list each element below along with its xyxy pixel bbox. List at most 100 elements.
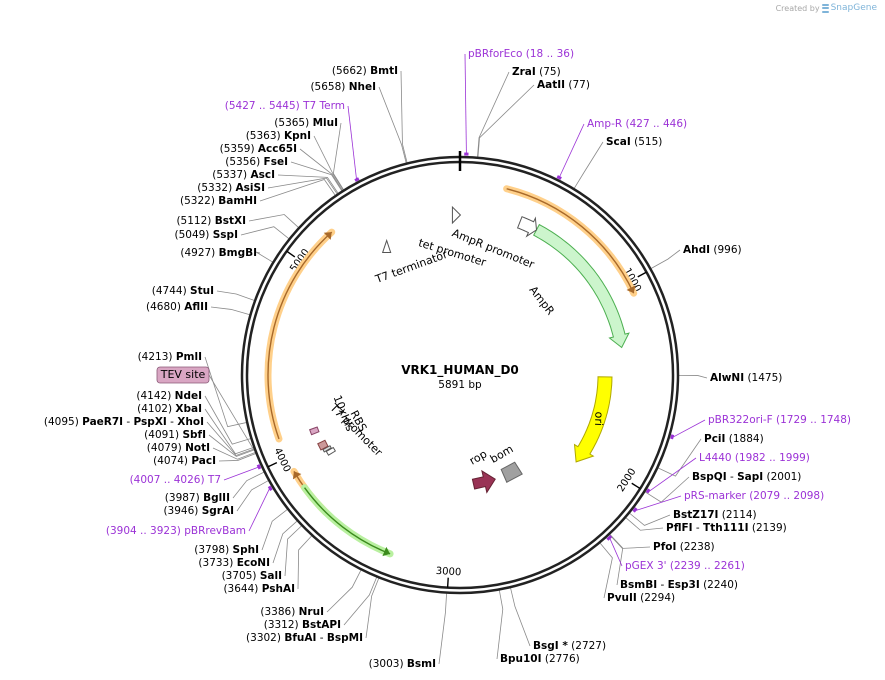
tick-label: 4000 <box>271 446 292 474</box>
site-leader-line <box>496 590 504 660</box>
arc-bottom-orange-arrow <box>292 471 302 480</box>
site-leader-line <box>290 161 343 191</box>
primer-leader-line <box>648 457 697 492</box>
primer-label: L4440 (1982 .. 1999) <box>699 452 810 464</box>
bom-feature <box>500 461 523 483</box>
site-leader-line <box>277 174 339 194</box>
site-label: BstZ17I (2114) <box>673 509 757 521</box>
site-label: AhdI (996) <box>683 244 742 256</box>
leader-lines <box>204 53 708 665</box>
site-label: (5662) BmtI <box>332 65 398 77</box>
rop-feature <box>471 469 496 494</box>
tick-label: 3000 <box>436 566 462 578</box>
inner-arcs <box>264 185 638 558</box>
site-leader-line <box>204 408 254 455</box>
his-feature <box>317 439 329 451</box>
site-label: (3003) BsmI <box>369 658 436 670</box>
site-leader-line <box>218 453 256 462</box>
site-label: (4091) SbfI <box>144 429 206 441</box>
site-leader-line <box>261 509 288 551</box>
site-label: BsgI * (2727) <box>533 640 606 652</box>
primer-mark <box>632 507 638 513</box>
site-leader-line <box>477 84 535 157</box>
rop-label: rop <box>467 447 489 467</box>
primer-leader-line <box>609 538 623 567</box>
site-label: (5049) SspI <box>174 229 238 241</box>
site-label: (5112) BstXI <box>176 215 246 227</box>
site-label: (3644) PshAI <box>223 583 295 595</box>
site-leader-line <box>609 534 624 586</box>
site-label: (5365) MluI <box>274 117 338 129</box>
arc-left-arrow <box>323 232 332 240</box>
site-leader-line <box>248 214 299 228</box>
site-leader-line <box>599 542 613 599</box>
primer-leader-line <box>672 419 706 438</box>
primer-label: (3904 .. 3923) pBRrevBam <box>106 525 246 537</box>
snapgene-credit: Created by SnapGene <box>776 3 877 13</box>
site-leader-line <box>625 517 664 531</box>
arc-bottom-green-band <box>301 484 394 558</box>
tev-feature <box>308 426 320 436</box>
tick-label: 2000 <box>616 467 639 494</box>
site-leader-line <box>573 141 604 189</box>
primer-leader-line <box>223 466 259 481</box>
site-label: (3302) BfuAI - BspMI <box>246 632 363 644</box>
site-label: (4927) BmgBI <box>180 247 257 259</box>
primer-label: (4007 .. 4026) T7 <box>130 474 221 486</box>
site-leader-line <box>678 375 708 379</box>
site-label: (3705) SalI <box>222 570 282 582</box>
arc-top-right-line <box>506 188 635 294</box>
bom-label: bom <box>488 442 516 465</box>
ampr-promoter-feature <box>516 216 538 238</box>
arc-top-right-band <box>503 185 638 297</box>
site-leader-line <box>378 86 407 163</box>
tick-mark <box>637 271 647 278</box>
site-leader-line <box>210 306 250 316</box>
site-label: PflFI - Tth111I (2139) <box>666 522 787 534</box>
t7-promoter-feature <box>325 446 337 456</box>
primer-label: pRS-marker (2079 .. 2098) <box>684 490 824 502</box>
primer-mark <box>606 535 613 541</box>
site-label: BsmBI - Esp3I (2240) <box>620 579 738 591</box>
arc-bottom-green-arrow <box>382 546 391 557</box>
primer-leader-line <box>347 105 357 179</box>
site-label: (4142) NdeI <box>136 390 202 402</box>
tet-promoter-feature <box>451 205 462 225</box>
tick-mark <box>631 482 641 490</box>
site-label: Bpu10I (2776) <box>500 653 580 665</box>
tev-site-box <box>156 366 210 384</box>
site-label: AlwNI (1475) <box>710 372 782 384</box>
site-leader-line <box>212 447 256 460</box>
site-label: (5359) Acc65I <box>220 143 297 155</box>
site-leader-line <box>326 570 362 613</box>
site-label: (3946) SgrAI <box>163 505 234 517</box>
ampr-label: AmpR <box>526 284 557 318</box>
site-leader-line <box>438 593 447 665</box>
site-label: (3987) BglII <box>165 492 230 504</box>
plasmid-name: VRK1_HUMAN_D0 <box>401 363 519 378</box>
site-label: (5322) BamHI <box>180 195 257 207</box>
site-label: BspQI - SapI (2001) <box>692 471 801 483</box>
site-leader-line <box>204 356 247 428</box>
site-leader-line <box>236 480 269 512</box>
ori-label: ori <box>592 411 605 426</box>
tick-mark <box>267 461 278 468</box>
site-label: (5332) AsiSI <box>197 182 265 194</box>
site-leader-line <box>240 226 289 239</box>
tick-mark <box>286 250 296 258</box>
site-leader-line <box>365 578 380 639</box>
site-label: ZraI (75) <box>512 66 561 78</box>
site-leader-line <box>232 471 264 499</box>
primer-mark <box>670 434 675 440</box>
site-label: (4213) PmlI <box>138 351 202 363</box>
primer-label: pBRforEco (18 .. 36) <box>468 48 574 60</box>
site-leader-line <box>313 135 344 191</box>
site-leader-line <box>609 534 651 549</box>
primer-mark <box>267 485 273 491</box>
site-leader-line <box>629 513 671 526</box>
site-leader-line <box>651 249 681 269</box>
primer-mark <box>256 464 262 470</box>
site-leader-line <box>216 290 255 301</box>
site-leader-line <box>208 434 255 457</box>
